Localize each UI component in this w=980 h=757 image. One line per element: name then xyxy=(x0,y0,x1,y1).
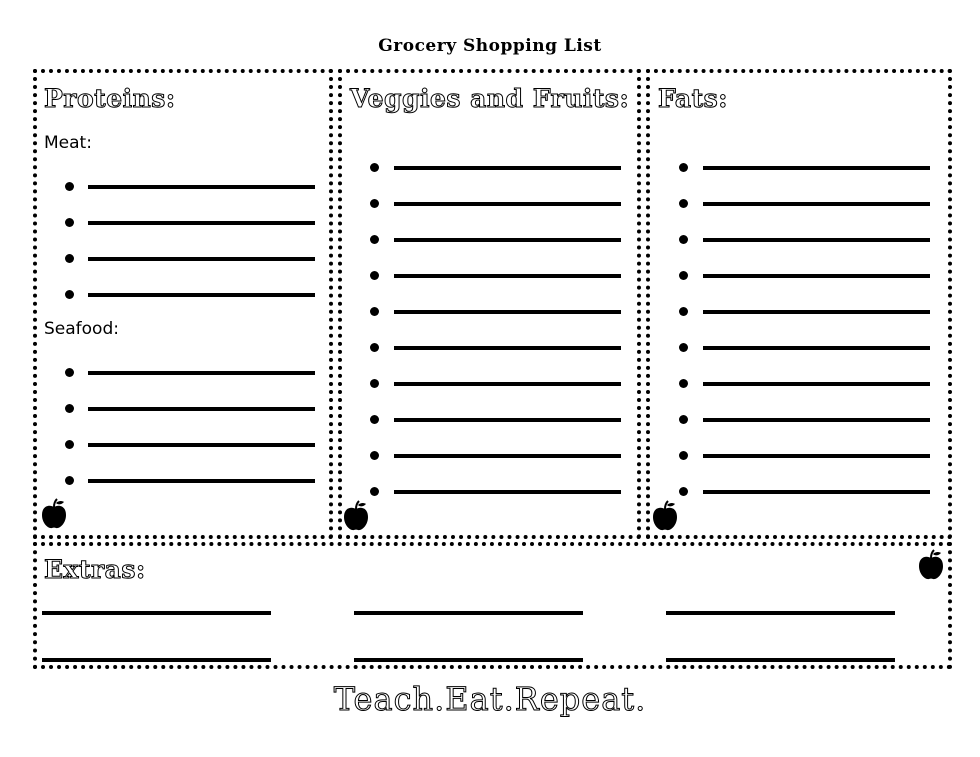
fats-heading: Fats: xyxy=(658,84,728,114)
extras-write-in-line[interactable] xyxy=(354,658,583,662)
list-bullet xyxy=(65,476,74,485)
apple-icon xyxy=(344,500,368,531)
write-in-line[interactable] xyxy=(88,371,315,375)
write-in-line[interactable] xyxy=(88,221,315,225)
write-in-line[interactable] xyxy=(703,202,930,206)
list-bullet xyxy=(370,199,379,208)
list-bullet xyxy=(679,451,688,460)
list-bullet xyxy=(370,163,379,172)
list-bullet xyxy=(679,379,688,388)
list-bullet xyxy=(679,307,688,316)
list-bullet xyxy=(679,199,688,208)
proteins-section xyxy=(33,69,333,539)
extras-write-in-line[interactable] xyxy=(42,658,271,662)
list-bullet xyxy=(65,182,74,191)
write-in-line[interactable] xyxy=(394,166,621,170)
list-bullet xyxy=(370,235,379,244)
extras-write-in-line[interactable] xyxy=(666,611,895,615)
write-in-line[interactable] xyxy=(88,443,315,447)
write-in-line[interactable] xyxy=(394,238,621,242)
apple-icon xyxy=(653,500,677,531)
extras-heading: Extras: xyxy=(44,555,146,585)
write-in-line[interactable] xyxy=(88,479,315,483)
list-bullet xyxy=(370,343,379,352)
list-bullet xyxy=(65,404,74,413)
apple-icon xyxy=(919,549,943,580)
list-bullet xyxy=(370,487,379,496)
extras-write-in-line[interactable] xyxy=(666,658,895,662)
list-bullet xyxy=(370,307,379,316)
write-in-line[interactable] xyxy=(394,274,621,278)
fats-section xyxy=(646,69,952,539)
veggies-heading: Veggies and Fruits: xyxy=(349,84,630,114)
write-in-line[interactable] xyxy=(88,407,315,411)
write-in-line[interactable] xyxy=(394,490,621,494)
list-bullet xyxy=(679,343,688,352)
extras-section xyxy=(33,542,952,669)
write-in-line[interactable] xyxy=(394,382,621,386)
list-bullet xyxy=(370,415,379,424)
write-in-line[interactable] xyxy=(703,382,930,386)
write-in-line[interactable] xyxy=(394,202,621,206)
write-in-line[interactable] xyxy=(394,454,621,458)
page-title: Grocery Shopping List xyxy=(378,36,602,56)
extras-write-in-line[interactable] xyxy=(42,611,271,615)
write-in-line[interactable] xyxy=(703,238,930,242)
write-in-line[interactable] xyxy=(703,310,930,314)
list-bullet xyxy=(679,271,688,280)
list-bullet xyxy=(370,379,379,388)
list-bullet xyxy=(679,487,688,496)
write-in-line[interactable] xyxy=(394,346,621,350)
write-in-line[interactable] xyxy=(88,257,315,261)
seafood-label: Seafood: xyxy=(44,319,119,339)
list-bullet xyxy=(65,440,74,449)
list-bullet xyxy=(65,290,74,299)
list-bullet xyxy=(679,235,688,244)
write-in-line[interactable] xyxy=(394,310,621,314)
write-in-line[interactable] xyxy=(88,293,315,297)
write-in-line[interactable] xyxy=(703,346,930,350)
apple-icon xyxy=(42,498,66,529)
list-bullet xyxy=(370,271,379,280)
meat-label: Meat: xyxy=(44,133,92,153)
list-bullet xyxy=(65,218,74,227)
write-in-line[interactable] xyxy=(88,185,315,189)
write-in-line[interactable] xyxy=(394,418,621,422)
write-in-line[interactable] xyxy=(703,454,930,458)
list-bullet xyxy=(370,451,379,460)
list-bullet xyxy=(679,163,688,172)
write-in-line[interactable] xyxy=(703,274,930,278)
write-in-line[interactable] xyxy=(703,166,930,170)
list-bullet xyxy=(65,254,74,263)
veggies-section xyxy=(338,69,641,539)
extras-write-in-line[interactable] xyxy=(354,611,583,615)
footer-tagline: Teach.Eat.Repeat. xyxy=(333,680,647,719)
write-in-line[interactable] xyxy=(703,418,930,422)
list-bullet xyxy=(679,415,688,424)
list-bullet xyxy=(65,368,74,377)
proteins-heading: Proteins: xyxy=(44,84,176,114)
write-in-line[interactable] xyxy=(703,490,930,494)
